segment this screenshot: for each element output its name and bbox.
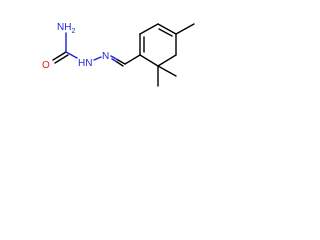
bond-c-o-b bbox=[54, 54, 69, 64]
ring-bond-c2-c3 bbox=[139, 23, 159, 35]
ring-bond-c5-c6 bbox=[157, 54, 177, 67]
amine-label: NH2 bbox=[57, 22, 75, 35]
ring-bond-c3-c4 bbox=[157, 23, 177, 35]
bond-n-ch-a bbox=[110, 55, 119, 61]
bond-n-ch-a2 bbox=[117, 59, 126, 65]
ring-bond-c6-c1 bbox=[139, 54, 159, 67]
hn-label: HN bbox=[78, 58, 92, 69]
oxygen-label: O bbox=[42, 60, 50, 71]
bond-n-ch-b bbox=[111, 58, 118, 63]
methyl-c4 bbox=[175, 23, 195, 35]
bond-n-ch-b2 bbox=[116, 61, 124, 67]
molecule-diagram: NH2 O HN N bbox=[42, 22, 195, 87]
bond-nh-n bbox=[93, 56, 102, 61]
methyl-c6-b bbox=[157, 65, 177, 77]
bond-ch-c1 bbox=[124, 54, 141, 65]
ring-bond-c3-c4-inner bbox=[158, 28, 173, 37]
bond-c-nh bbox=[65, 51, 78, 59]
imine-n-label: N bbox=[102, 51, 109, 62]
bond-c-o-a bbox=[52, 51, 67, 61]
